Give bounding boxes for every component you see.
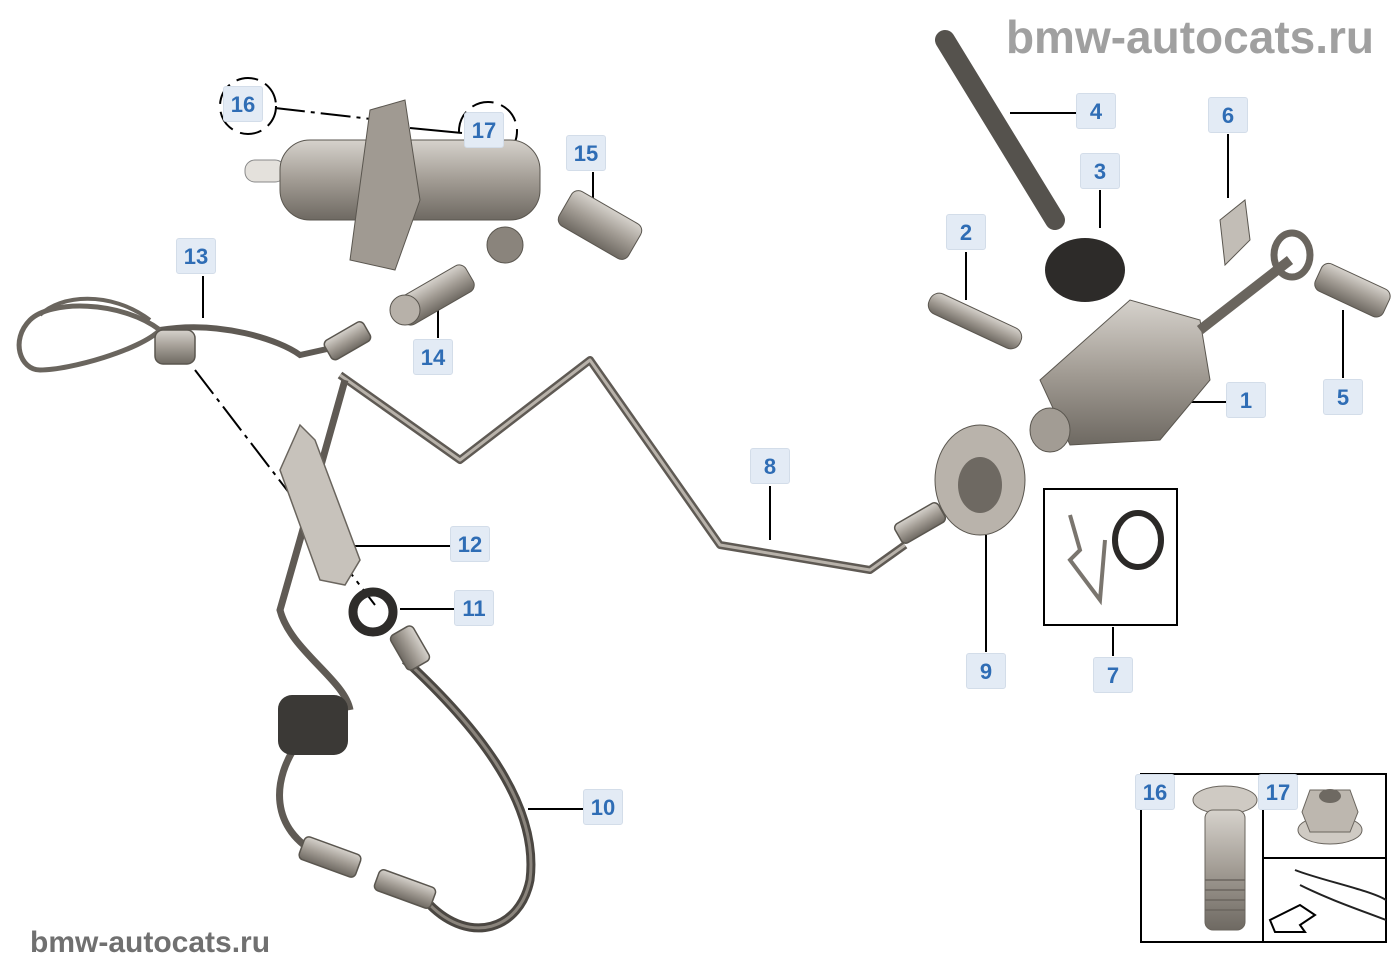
pipe-8: [337, 356, 908, 574]
callout-15[interactable]: 15: [566, 135, 606, 171]
callout-10[interactable]: 10: [583, 789, 623, 825]
watermark-bottom: bmw-autocats.ru: [30, 926, 271, 959]
callout-11[interactable]: 11: [454, 590, 494, 626]
inset-callout-17[interactable]: 17: [1258, 774, 1298, 810]
callout-14[interactable]: 14: [413, 339, 453, 375]
watermark-top: bmw-autocats.ru: [1005, 11, 1374, 63]
slave-cylinder: [244, 99, 643, 271]
inset-callout-16[interactable]: 16: [1135, 774, 1175, 810]
rod-4: [935, 30, 1065, 230]
callout-8[interactable]: 8: [750, 448, 790, 484]
callout-13[interactable]: 13: [176, 238, 216, 274]
callout-17[interactable]: 17: [464, 112, 504, 148]
o-ring-11: [348, 587, 398, 637]
callout-3[interactable]: 3: [1080, 153, 1120, 189]
connector-14: [389, 264, 475, 326]
callout-6[interactable]: 6: [1208, 97, 1248, 133]
grommet-9: [934, 424, 1026, 536]
callout-5[interactable]: 5: [1323, 379, 1363, 415]
callout-circle-16: [219, 77, 277, 135]
bracket-12: [279, 423, 361, 586]
callout-16[interactable]: 16: [223, 86, 263, 122]
master-cylinder-1: [1029, 229, 1314, 453]
dust-boot: [278, 695, 348, 755]
callout-4[interactable]: 4: [1076, 93, 1116, 129]
hose-10: [401, 656, 536, 933]
callout-2[interactable]: 2: [946, 214, 986, 250]
fittings: [154, 321, 947, 909]
pin-5: [1314, 262, 1391, 318]
callout-1[interactable]: 1: [1226, 382, 1266, 418]
pin-2: [927, 292, 1023, 350]
boot-3: [1045, 238, 1125, 302]
callout-9[interactable]: 9: [966, 653, 1006, 689]
callout-7[interactable]: 7: [1093, 657, 1133, 693]
callout-12[interactable]: 12: [450, 526, 490, 562]
kit-box-7: [1043, 488, 1178, 626]
pipe-13: [16, 296, 346, 373]
clip-6: [1219, 199, 1251, 267]
